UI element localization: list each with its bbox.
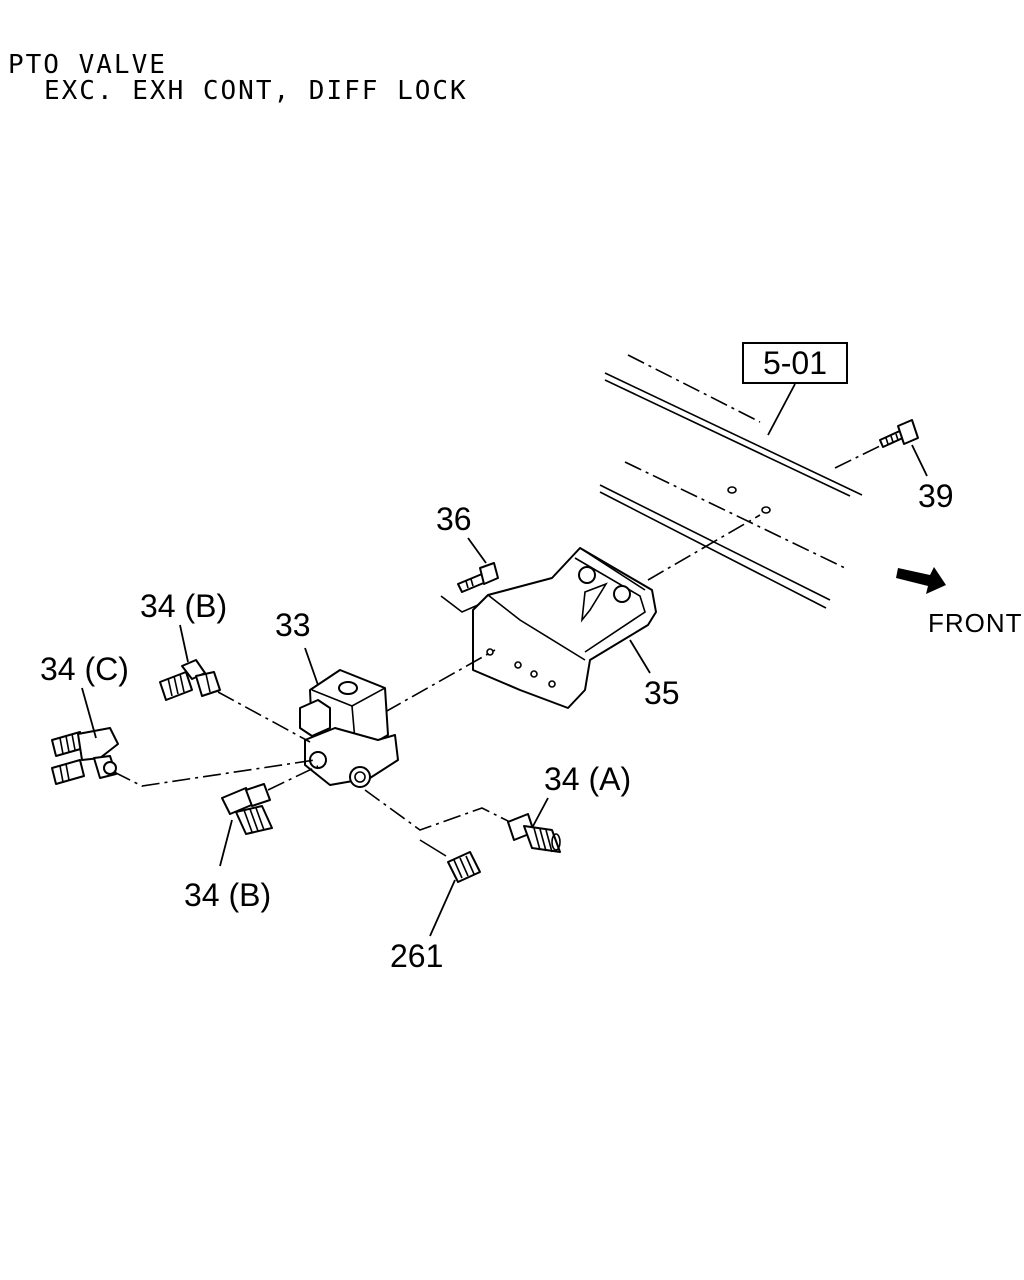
callout-35: 35 — [644, 675, 680, 711]
part-35-bracket[interactable] — [472, 514, 761, 709]
diagram-title: PTO VALVE — [8, 50, 167, 80]
part-39-bolt[interactable] — [834, 419, 919, 469]
leader-261 — [429, 879, 456, 937]
reference-box[interactable]: 5-01 — [742, 342, 848, 384]
leader-34b-bottom — [219, 819, 233, 867]
callout-261: 261 — [390, 938, 443, 974]
callout-34c: 34 (C) — [40, 651, 129, 687]
callout-33: 33 — [275, 607, 311, 643]
leader-5-01 — [767, 383, 796, 436]
front-direction-label: FRONT — [928, 608, 1023, 638]
leader-33 — [304, 647, 319, 686]
leader-34b-top — [179, 624, 189, 663]
diagram-subtitle: EXC. EXH CONT, DIFF LOCK — [44, 76, 468, 106]
callout-39: 39 — [918, 478, 954, 514]
part-261-plug[interactable] — [419, 839, 481, 883]
leader-39 — [911, 444, 928, 477]
front-arrow-icon — [896, 567, 946, 594]
part-34b-bottom-elbow-fitting[interactable] — [221, 765, 319, 835]
part-34a-straight-fitting[interactable] — [364, 789, 561, 853]
part-34b-top-elbow-fitting[interactable] — [159, 659, 311, 743]
leader-34a — [531, 797, 549, 829]
callout-34b-bottom: 34 (B) — [184, 877, 271, 913]
callout-34a: 34 (A) — [544, 761, 631, 797]
leader-34c — [81, 687, 97, 739]
reference-box-label: 5-01 — [763, 345, 827, 381]
callout-34b-top: 34 (B) — [140, 588, 227, 624]
frame-rail — [599, 354, 863, 609]
part-33-solenoid-valve[interactable] — [299, 649, 496, 788]
callout-36: 36 — [436, 501, 472, 537]
leader-35 — [629, 639, 651, 674]
part-36-bolt[interactable] — [440, 562, 499, 613]
leader-36 — [467, 537, 487, 564]
part-34c-tee-fitting[interactable] — [51, 727, 316, 787]
